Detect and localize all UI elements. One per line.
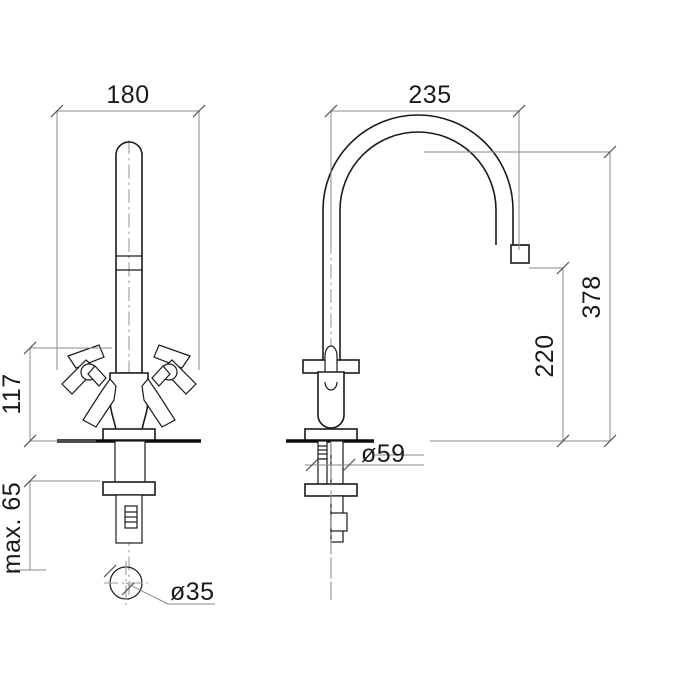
side-escutcheon	[304, 428, 358, 442]
side-lower-coupler	[330, 512, 348, 532]
front-shank-sleeve	[114, 440, 146, 485]
dim-117-text: 117	[0, 373, 26, 414]
front-handle-left-arm-upper	[67, 344, 105, 369]
dim-378-tick-bottom	[603, 434, 617, 448]
front-handle-left-stem	[87, 365, 107, 387]
side-spout-inner	[339, 131, 497, 370]
dimension-layer: 180 235 117 max. 65 378 220	[0, 81, 617, 606]
dim-378-text: 378	[578, 275, 606, 318]
dim-max65-tick-top	[23, 474, 37, 488]
front-handle-right[interactable]	[141, 344, 197, 428]
front-handle-right-stem	[151, 365, 171, 387]
dim-235-text: 235	[408, 81, 451, 109]
dim-180-tick-right	[192, 104, 206, 118]
dim-d35-text: ø35	[170, 578, 215, 606]
dim-235-tick-right	[512, 104, 526, 118]
side-spout-outer	[322, 114, 514, 370]
side-view-group	[286, 114, 530, 600]
side-body-detail	[324, 381, 338, 391]
dim-d35-leader	[125, 582, 169, 605]
front-handle-left[interactable]	[61, 344, 117, 428]
front-body	[109, 372, 149, 431]
dim-d35-tick-start	[103, 564, 117, 578]
dim-220-tick-top	[556, 261, 570, 275]
dim-max65-text: max. 65	[0, 482, 26, 574]
front-spout-tube	[115, 141, 143, 374]
dim-220-tick-bottom	[556, 434, 570, 448]
dim-180-tick-left	[50, 104, 64, 118]
side-shank-sleeve	[330, 440, 344, 486]
dim-d59-text: ø59	[361, 440, 406, 468]
dim-220-text: 220	[531, 334, 559, 377]
front-handle-left-neck	[82, 378, 117, 428]
side-body-cylinder	[317, 371, 345, 429]
side-shank-lower	[317, 458, 328, 486]
front-handle-right-arm-upper	[153, 344, 191, 369]
dim-235-tick-left	[324, 104, 338, 118]
front-handle-right-neck	[141, 378, 176, 428]
dim-d59-tick-left	[305, 458, 319, 472]
dim-117-tick-bottom	[23, 434, 37, 448]
dim-378-tick-top	[603, 145, 617, 159]
front-view-group	[57, 140, 201, 605]
front-escutcheon	[102, 428, 156, 442]
dim-d59-tick-right	[342, 458, 356, 472]
side-aerator	[510, 244, 530, 264]
dim-117-tick-top	[23, 341, 37, 355]
dim-180-text: 180	[106, 81, 149, 109]
dim-d35-tick-end	[121, 582, 135, 596]
front-clamp-washer	[102, 481, 156, 496]
